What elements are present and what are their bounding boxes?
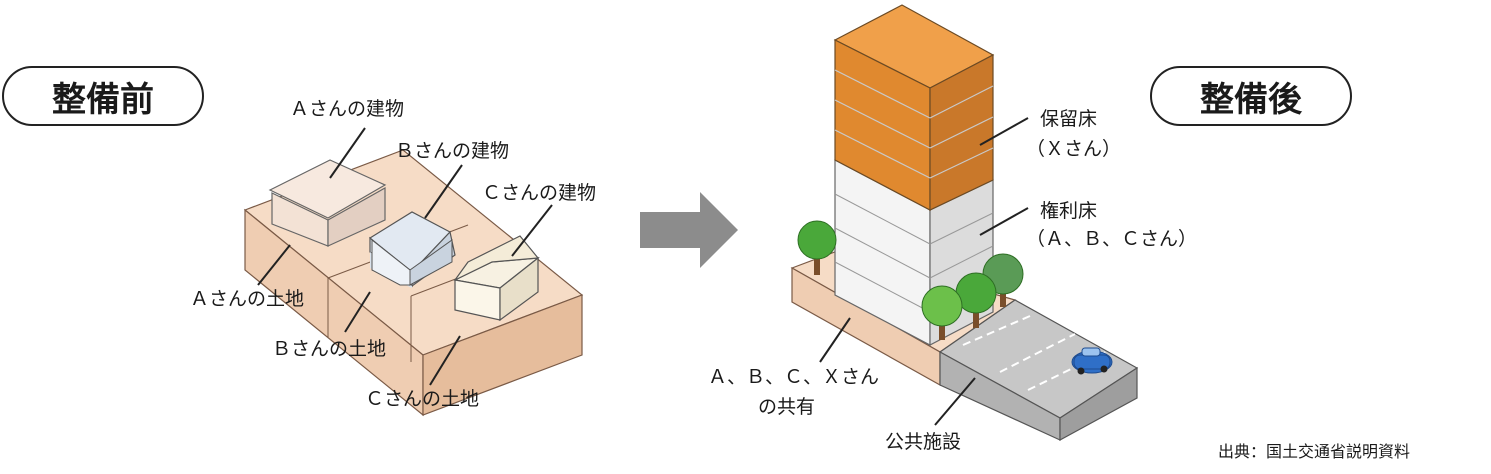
label-reserved-owner: （Ｘさん）: [1026, 138, 1122, 160]
label-land-c: Ｃさんの土地: [365, 388, 480, 410]
label-public: 公共施設: [885, 431, 962, 453]
building-b: [368, 211, 456, 288]
building-c: [453, 235, 540, 322]
leader-public: [934, 377, 976, 426]
label-shared-line1: Ａ、Ｂ、Ｃ、Ｘさん: [708, 366, 880, 388]
public-road: [938, 299, 1139, 442]
label-rights-floor: 権利床: [1040, 200, 1098, 222]
source-credit: 出典：国土交通省説明資料: [1218, 442, 1411, 461]
leader-building-b: [424, 164, 463, 219]
reserved-floor-block: [833, 4, 995, 211]
leader-reserved: [979, 117, 1029, 146]
leader-building-a: [329, 127, 366, 179]
leader-land-c: [429, 335, 461, 386]
label-building-a: Ａさんの建物: [290, 98, 405, 120]
label-land-b: Ｂさんの土地: [272, 338, 387, 360]
leader-shared: [819, 317, 851, 363]
tree: [797, 220, 837, 275]
label-shared-line2: の共有: [758, 396, 816, 418]
label-reserved-floor: 保留床: [1040, 108, 1098, 130]
land-front-right: [422, 294, 583, 416]
label-building-c: Ｃさんの建物: [482, 182, 597, 204]
label-rights-owners: （Ａ、Ｂ、Ｃさん）: [1026, 228, 1198, 250]
leader-land-a: [257, 244, 291, 286]
before-title: 整備前: [2, 66, 204, 126]
label-land-a: Ａさんの土地: [190, 288, 305, 310]
tree: [921, 285, 963, 340]
transition-arrow: [640, 192, 738, 268]
after-title: 整備後: [1150, 66, 1352, 126]
building-a: [268, 159, 387, 247]
leader-rights: [979, 207, 1029, 236]
car: [1071, 347, 1113, 375]
leader-building-c: [511, 204, 553, 257]
leader-land-b: [344, 291, 371, 333]
label-building-b: Ｂさんの建物: [395, 140, 510, 162]
